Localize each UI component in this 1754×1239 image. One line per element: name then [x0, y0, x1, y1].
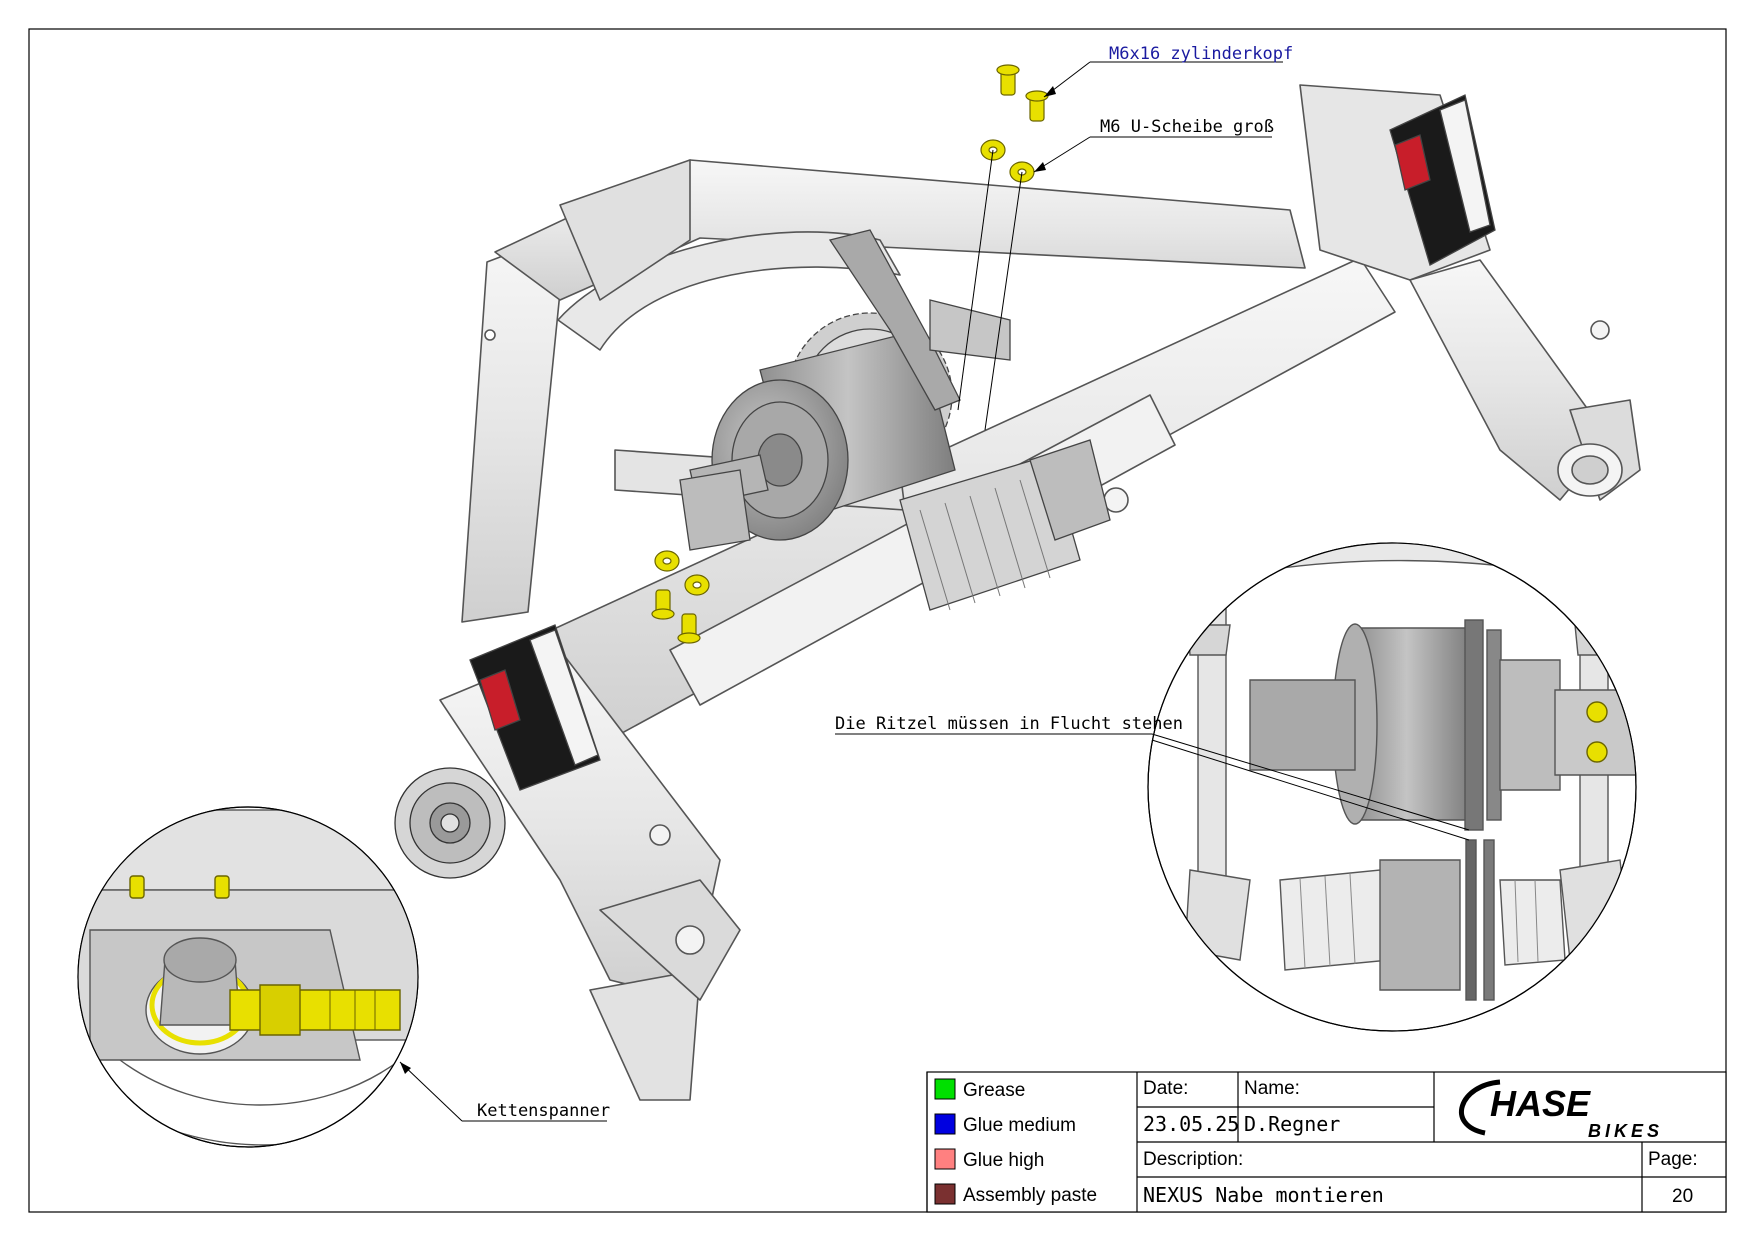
detail-chain-tensioner [77, 806, 419, 1148]
legend: Grease Glue medium Glue high Assembly pa… [934, 1078, 1097, 1206]
nexus-hub [679, 229, 1111, 611]
detail-sprocket-alignment [1147, 542, 1637, 1032]
legend-item-glue-high: Glue high [934, 1148, 1044, 1171]
logo-sub-text: BIKES [1588, 1121, 1663, 1141]
legend-item-grease: Grease [934, 1078, 1025, 1101]
bolt-top-1 [996, 64, 1020, 96]
page-number: 20 [1672, 1186, 1693, 1207]
description-value: NEXUS Nabe montieren [1143, 1183, 1384, 1207]
logo-main-text: HASE [1490, 1083, 1591, 1124]
washer-bottom-2 [684, 574, 710, 596]
hub-hardware [651, 64, 1049, 644]
name-label: Name: [1244, 1078, 1300, 1099]
lower-label-block [469, 624, 601, 791]
name-value: D.Regner [1244, 1112, 1340, 1136]
callout-leaders [399, 61, 1470, 1122]
date-label: Date: [1143, 1078, 1188, 1099]
callout-bolt: M6x16 zylinderkopf [1109, 44, 1293, 64]
legend-item-assembly-paste: Assembly paste [934, 1183, 1097, 1206]
description-label: Description: [1143, 1149, 1243, 1170]
svg-text:Glue high: Glue high [963, 1150, 1044, 1171]
assembly-lines [957, 149, 1023, 431]
date-value: 23.05.25 [1143, 1112, 1239, 1136]
svg-text:Grease: Grease [963, 1080, 1025, 1101]
bolt-bottom-2 [677, 613, 701, 644]
callout-sprocket-alignment: Die Ritzel müssen in Flucht stehen [835, 714, 1183, 734]
svg-text:Assembly paste: Assembly paste [963, 1185, 1097, 1206]
leader-arrowheads [400, 86, 1056, 1074]
title-block [926, 1071, 1727, 1213]
callout-chain-tensioner: Kettenspanner [477, 1101, 610, 1121]
page-label: Page: [1648, 1149, 1698, 1170]
washer-bottom-1 [654, 550, 680, 572]
bolt-top-2 [1025, 90, 1049, 122]
legend-item-glue-medium: Glue medium [934, 1113, 1076, 1136]
left-sprocket [394, 767, 506, 879]
sheet-border [28, 28, 1727, 1213]
svg-text:Glue medium: Glue medium [963, 1115, 1076, 1136]
bolt-bottom-1 [651, 589, 675, 620]
hase-bikes-logo: HASE BIKES [1458, 1079, 1663, 1141]
callout-washer: M6 U-Scheibe groß [1100, 117, 1274, 137]
upper-label-block [1389, 94, 1496, 266]
